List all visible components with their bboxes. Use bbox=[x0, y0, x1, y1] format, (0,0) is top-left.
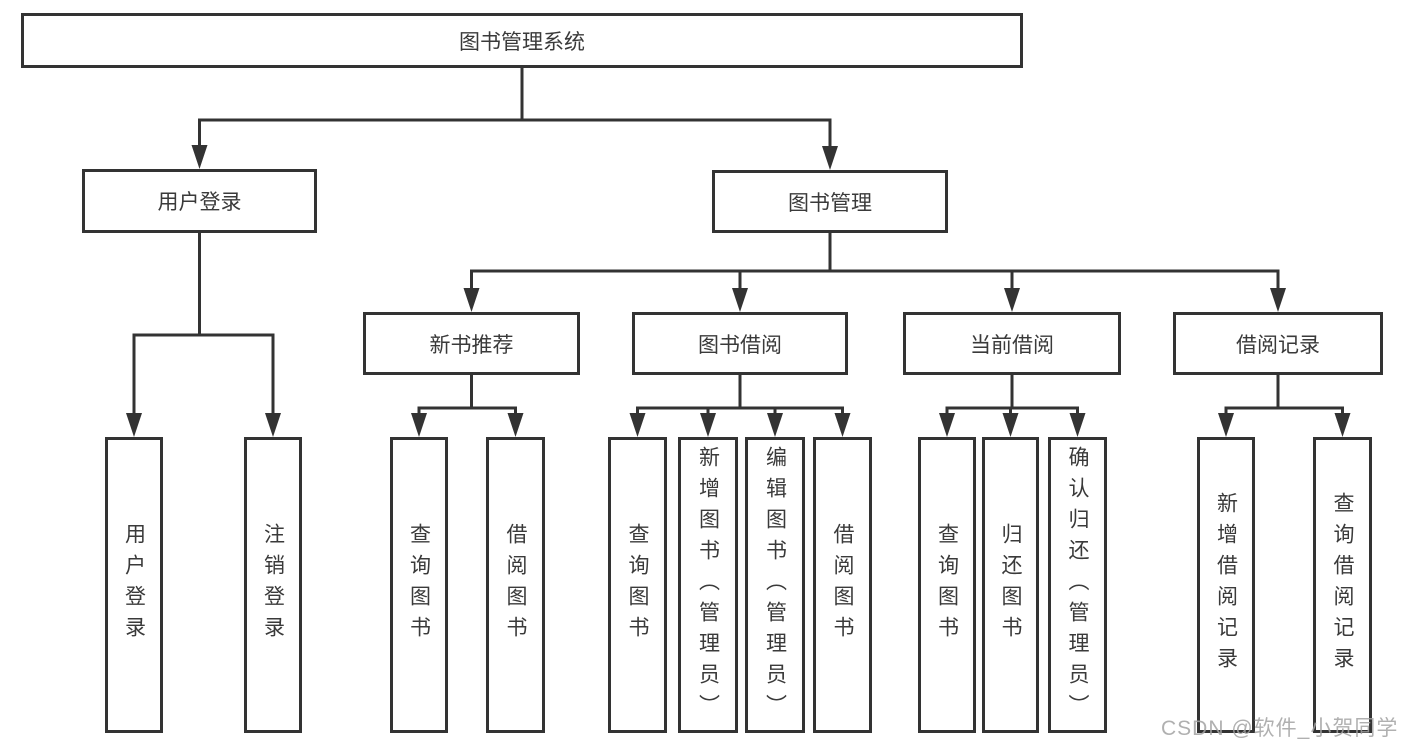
node-borrow-records: 借阅记录 bbox=[1173, 312, 1383, 375]
node-label: 注销登录 bbox=[261, 523, 285, 647]
node-label: 查询图书 bbox=[935, 523, 959, 647]
arrowhead-icon bbox=[463, 288, 480, 312]
node-leaf-cb-query: 查询图书 bbox=[918, 437, 976, 733]
node-leaf-bb-borrow: 借阅图书 bbox=[813, 437, 872, 733]
arrowhead-icon bbox=[1002, 413, 1019, 437]
arrowhead-icon bbox=[822, 146, 838, 170]
connector-lines bbox=[132, 66, 1344, 418]
arrowhead-icon bbox=[700, 413, 716, 437]
arrowhead-icon bbox=[507, 413, 524, 437]
arrowhead-icon bbox=[767, 413, 783, 437]
arrowhead-icon bbox=[265, 413, 281, 437]
node-label: 归还图书 bbox=[999, 523, 1022, 647]
arrowhead-icon bbox=[939, 413, 955, 437]
node-leaf-nb-borrow: 借阅图书 bbox=[486, 437, 545, 733]
node-label: 图书管理 bbox=[788, 191, 872, 215]
node-label: 确认归还（管理员） bbox=[1066, 445, 1089, 725]
node-label: 新书推荐 bbox=[429, 333, 514, 357]
node-label: 用户登录 bbox=[122, 523, 146, 647]
arrowhead-icon bbox=[1270, 288, 1286, 312]
arrowhead-icon bbox=[732, 288, 748, 312]
arrowhead-icon bbox=[1004, 288, 1020, 312]
node-label: 查询图书 bbox=[407, 523, 431, 647]
watermark: CSDN @软件_小贺同学 bbox=[1161, 717, 1399, 740]
arrowhead-icon bbox=[834, 413, 851, 437]
node-leaf-nb-query: 查询图书 bbox=[390, 437, 448, 733]
arrowhead-icon bbox=[411, 413, 427, 437]
node-label: 用户登录 bbox=[157, 191, 242, 214]
node-book-mgmt: 图书管理 bbox=[712, 170, 948, 233]
node-new-books: 新书推荐 bbox=[363, 312, 580, 375]
node-leaf-cb-return: 归还图书 bbox=[982, 437, 1039, 733]
node-leaf-bb-edit: 编辑图书（管理员） bbox=[745, 437, 805, 733]
node-label: 查询借阅记录 bbox=[1331, 492, 1354, 678]
node-root: 图书管理系统 bbox=[21, 13, 1023, 68]
node-label: 新增图书（管理员） bbox=[696, 445, 720, 725]
arrowhead-icon bbox=[126, 413, 142, 437]
arrowhead-icon bbox=[1334, 413, 1351, 437]
node-label: 图书管理系统 bbox=[459, 30, 585, 54]
node-leaf-bb-add: 新增图书（管理员） bbox=[678, 437, 738, 733]
node-label: 图书借阅 bbox=[698, 333, 782, 357]
node-label: 当前借阅 bbox=[970, 333, 1054, 357]
node-leaf-cb-confirm: 确认归还（管理员） bbox=[1048, 437, 1107, 733]
node-label: 查询图书 bbox=[626, 523, 649, 647]
node-leaf-br-query: 查询借阅记录 bbox=[1313, 437, 1372, 733]
node-leaf-logout: 注销登录 bbox=[244, 437, 302, 733]
node-label: 编辑图书（管理员） bbox=[763, 445, 787, 725]
node-label: 借阅记录 bbox=[1236, 333, 1320, 357]
node-label: 新增借阅记录 bbox=[1214, 492, 1238, 678]
node-book-borrow: 图书借阅 bbox=[632, 312, 848, 375]
node-leaf-user-login: 用户登录 bbox=[105, 437, 163, 733]
node-label: 借阅图书 bbox=[831, 523, 854, 647]
arrowhead-icon bbox=[1069, 413, 1086, 437]
node-current-borrow: 当前借阅 bbox=[903, 312, 1121, 375]
node-user-login: 用户登录 bbox=[82, 169, 317, 233]
node-label: 借阅图书 bbox=[504, 523, 527, 647]
arrowhead-icon bbox=[1218, 413, 1234, 437]
node-leaf-br-add: 新增借阅记录 bbox=[1197, 437, 1255, 733]
node-leaf-bb-query: 查询图书 bbox=[608, 437, 667, 733]
arrowhead-icon bbox=[629, 413, 646, 437]
arrowhead-icon bbox=[191, 145, 208, 169]
